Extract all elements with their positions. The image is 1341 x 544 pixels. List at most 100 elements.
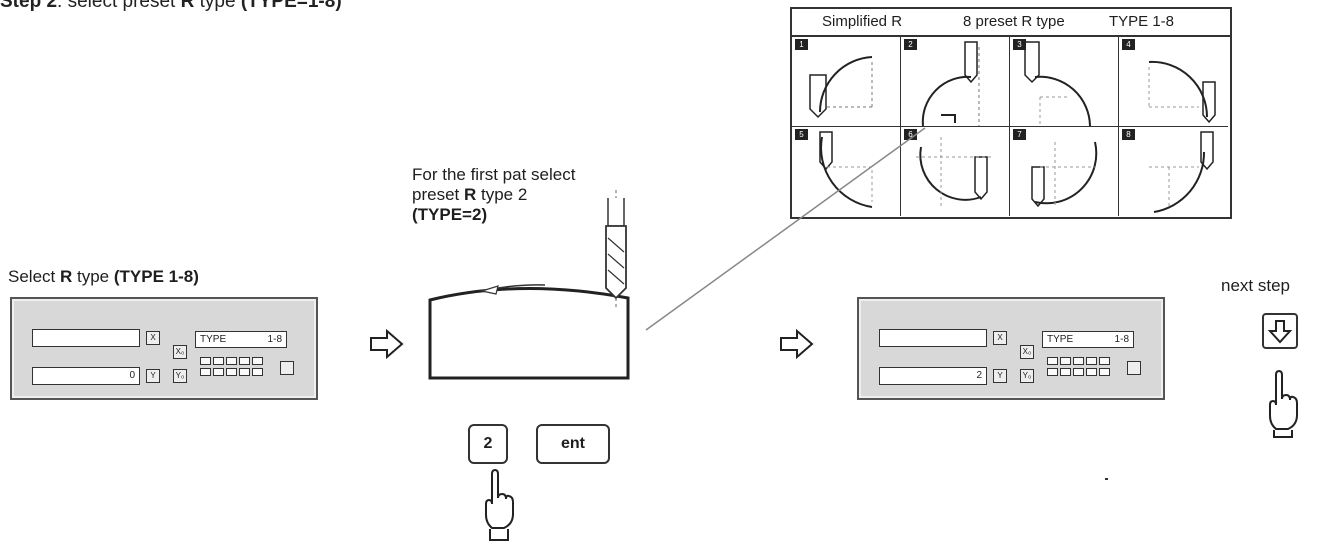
select-r-mid: type xyxy=(72,267,114,286)
keypad-key[interactable] xyxy=(1060,368,1071,376)
keypad-key[interactable] xyxy=(1047,368,1058,376)
type-label: TYPE xyxy=(1047,334,1074,345)
preset-number: 8 xyxy=(1122,129,1135,140)
type-display: TYPE 1-8 xyxy=(1042,331,1134,348)
preset-cell-2: 2 xyxy=(901,37,1010,127)
preset-number: 6 xyxy=(904,129,917,140)
x-zero-button[interactable]: X₀ xyxy=(173,345,187,359)
first-part-instructions: For the first pat select preset R type 2… xyxy=(412,165,575,225)
step-r: R xyxy=(180,0,195,12)
keypad-key[interactable] xyxy=(226,357,237,365)
simplified-r-label: Simplified R xyxy=(822,13,903,30)
key-2-button[interactable]: 2 xyxy=(468,424,508,464)
keypad-key[interactable] xyxy=(1073,357,1084,365)
preset-8-diagram xyxy=(1149,131,1214,213)
right-arrow-icon xyxy=(780,329,814,359)
x-display xyxy=(32,329,140,347)
first-part-line2: preset R type 2 xyxy=(412,185,575,205)
power-key[interactable] xyxy=(1127,361,1141,375)
end-mill-icon xyxy=(605,190,627,310)
select-r-r: R xyxy=(59,267,73,286)
preset-grid: 1 2 3 4 xyxy=(792,37,1230,217)
step-text: : select preset xyxy=(57,0,181,12)
right-arrow-icon xyxy=(370,329,404,359)
preset-7-diagram xyxy=(1031,141,1098,208)
preset-cell-3: 3 xyxy=(1010,37,1119,127)
type-display: TYPE 1-8 xyxy=(195,331,287,348)
keypad-key[interactable] xyxy=(200,368,211,376)
preset-2-diagram xyxy=(921,41,980,126)
preset-cell-4: 4 xyxy=(1119,37,1228,127)
type-label: TYPE xyxy=(200,334,227,345)
pointing-hand-icon xyxy=(485,468,514,541)
keypad-key[interactable] xyxy=(1047,357,1058,365)
dro-panel-left: X 0 Y X₀ Y₀ TYPE 1-8 xyxy=(10,297,318,400)
enter-button[interactable]: ent xyxy=(536,424,610,464)
x-display xyxy=(879,329,987,347)
keypad-key[interactable] xyxy=(213,368,224,376)
keypad-key[interactable] xyxy=(1086,357,1097,365)
step-bold-tail: (TYPE=1-8) xyxy=(240,0,342,12)
select-r-bold: (TYPE 1-8) xyxy=(113,267,199,286)
preset-3-diagram xyxy=(1024,41,1091,126)
pointing-hand-icon xyxy=(1269,369,1298,438)
first-part-line3: (TYPE=2) xyxy=(412,205,488,224)
y-axis-button[interactable]: Y xyxy=(146,369,160,383)
y-zero-button[interactable]: Y₀ xyxy=(173,369,187,383)
x-zero-button[interactable]: X₀ xyxy=(1020,345,1034,359)
preset-cell-5: 5 xyxy=(792,127,901,216)
type-range-label: TYPE 1-8 xyxy=(1109,13,1175,30)
keypad-key[interactable] xyxy=(239,368,250,376)
keypad-key[interactable] xyxy=(1099,357,1110,365)
y-display: 2 xyxy=(879,367,987,385)
dro-panel-right: X 2 Y X₀ Y₀ TYPE 1-8 xyxy=(857,297,1165,400)
type-range: 1-8 xyxy=(1114,334,1129,345)
keypad-key[interactable] xyxy=(1073,368,1084,376)
leader-line xyxy=(645,127,926,331)
keypad-key[interactable] xyxy=(1099,368,1110,376)
type-range: 1-8 xyxy=(267,334,282,345)
keypad-key[interactable] xyxy=(200,357,211,365)
step-title: Step 2: select preset R type (TYPE=1-8) xyxy=(0,0,342,13)
preset-cell-7: 7 xyxy=(1010,127,1119,216)
keypad-key[interactable] xyxy=(239,357,250,365)
power-key[interactable] xyxy=(280,361,294,375)
y-axis-button[interactable]: Y xyxy=(993,369,1007,383)
line2-pre: preset xyxy=(412,185,464,204)
preset-number: 2 xyxy=(904,39,917,50)
preset-6-diagram xyxy=(916,137,991,207)
preset-cell-6: 6 xyxy=(901,127,1010,216)
preset-cell-1: 1 xyxy=(792,37,901,127)
select-r-type-label: Select R type (TYPE 1-8) xyxy=(8,267,199,287)
preset-number: 1 xyxy=(795,39,808,50)
y-zero-button[interactable]: Y₀ xyxy=(1020,369,1034,383)
preset-cell-8: 8 xyxy=(1119,127,1228,216)
step-text2: type xyxy=(194,0,241,12)
step-prefix: Step 2 xyxy=(0,0,58,12)
preset-number: 7 xyxy=(1013,129,1026,140)
keypad-key[interactable] xyxy=(226,368,237,376)
preset-4-diagram xyxy=(1148,60,1216,124)
y-display: 0 xyxy=(32,367,140,385)
preset-number: 5 xyxy=(795,129,808,140)
keypad-key[interactable] xyxy=(252,368,263,376)
line2-post: type 2 xyxy=(476,185,528,204)
preset-table-header: Simplified R 8 preset R type TYPE 1-8 xyxy=(792,9,1230,37)
first-part-line1: For the first pat select xyxy=(412,165,576,184)
next-step-button[interactable] xyxy=(1262,313,1298,349)
line2-r: R xyxy=(463,185,477,204)
next-step-label: next step xyxy=(1221,276,1290,295)
down-arrow-icon xyxy=(1267,320,1293,344)
preset-1-diagram xyxy=(809,56,873,119)
preset-number: 3 xyxy=(1013,39,1026,50)
keypad-key[interactable] xyxy=(213,357,224,365)
preset-r-type-table: Simplified R 8 preset R type TYPE 1-8 1 … xyxy=(790,7,1232,219)
preset-number: 4 xyxy=(1122,39,1135,50)
preset-r-type-label: 8 preset R type xyxy=(963,13,1065,30)
keypad-key[interactable] xyxy=(252,357,263,365)
x-axis-button[interactable]: X xyxy=(146,331,160,345)
keypad-key[interactable] xyxy=(1060,357,1071,365)
x-axis-button[interactable]: X xyxy=(993,331,1007,345)
stray-mark xyxy=(1105,478,1108,480)
keypad-key[interactable] xyxy=(1086,368,1097,376)
